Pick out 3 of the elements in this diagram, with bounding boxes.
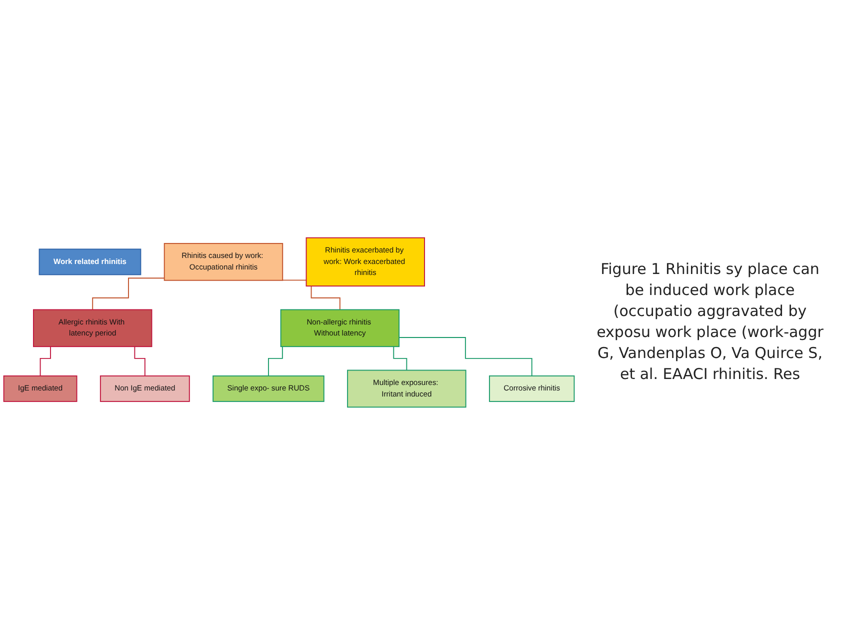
connector bbox=[398, 336, 532, 376]
figure-caption: Figure 1 Rhinitis sy place can be induced work place (occupatio aggravated by exposu work place (work-aggr G, Vandenplas O, Va Quirce S, et al. EAACI rhinitis. Res bbox=[596, 259, 824, 385]
connector bbox=[92, 277, 165, 310]
